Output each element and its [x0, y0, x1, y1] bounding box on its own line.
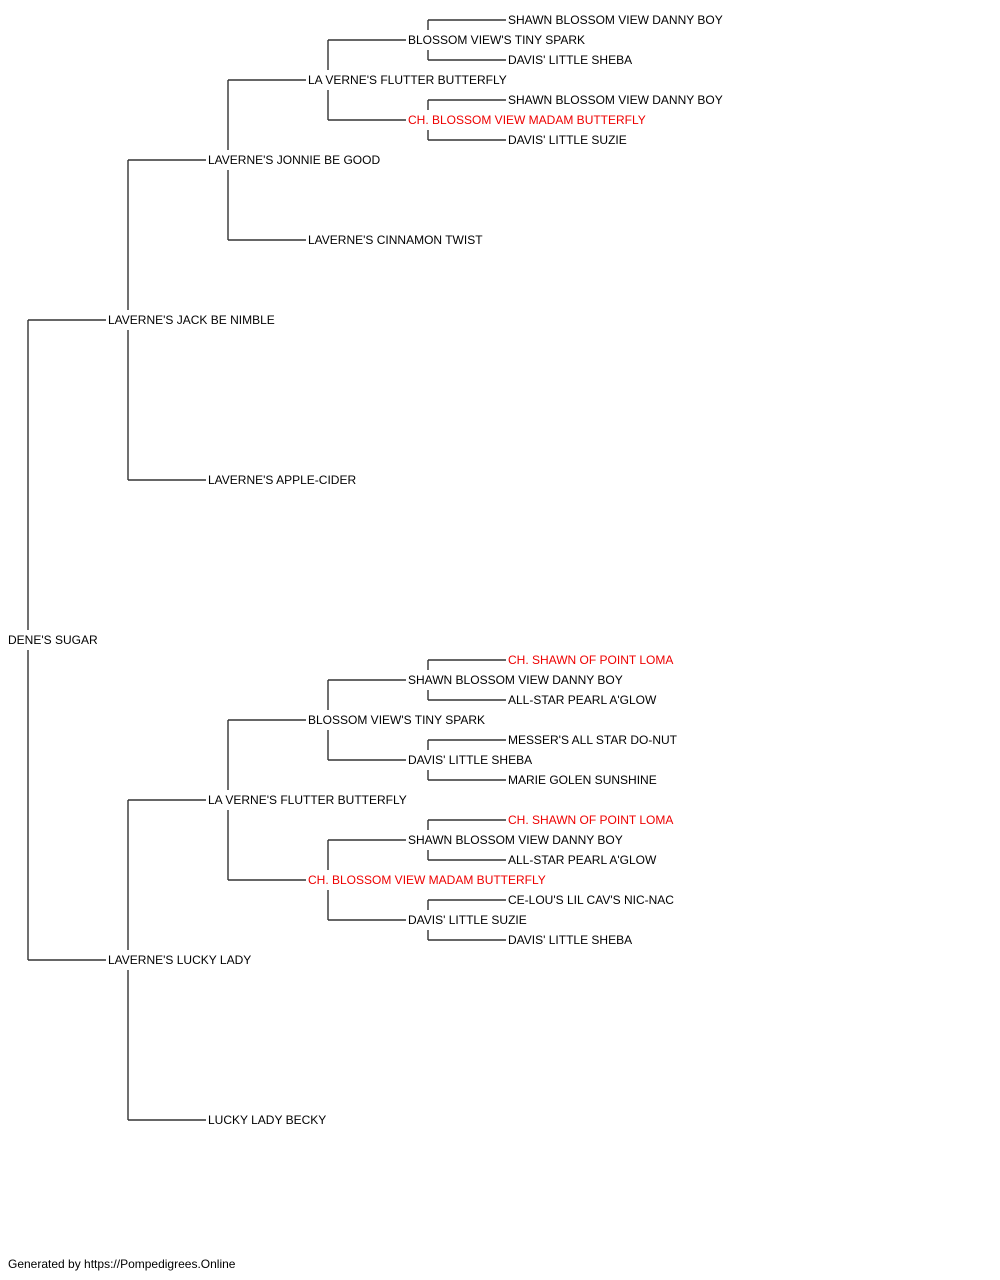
dog-name: LAVERNE'S APPLE-CIDER: [208, 473, 356, 487]
dog-name: DAVIS' LITTLE SUZIE: [408, 913, 527, 927]
dog-name: LAVERNE'S JONNIE BE GOOD: [208, 153, 380, 167]
dog-name: DAVIS' LITTLE SHEBA: [508, 933, 632, 947]
dog-name: DAVIS' LITTLE SHEBA: [508, 53, 632, 67]
dog-name: DAVIS' LITTLE SHEBA: [408, 753, 532, 767]
dog-name: ALL-STAR PEARL A'GLOW: [508, 853, 657, 867]
dog-name: LA VERNE'S FLUTTER BUTTERFLY: [208, 793, 407, 807]
dog-name: SHAWN BLOSSOM VIEW DANNY BOY: [508, 93, 723, 107]
dog-name: SHAWN BLOSSOM VIEW DANNY BOY: [408, 673, 623, 687]
dog-name: CE-LOU'S LIL CAV'S NIC-NAC: [508, 893, 674, 907]
dog-name: LAVERNE'S LUCKY LADY: [108, 953, 251, 967]
dog-name: DENE'S SUGAR: [8, 633, 98, 647]
dog-name: LUCKY LADY BECKY: [208, 1113, 326, 1127]
dog-name: SHAWN BLOSSOM VIEW DANNY BOY: [508, 13, 723, 27]
champion-name: CH. BLOSSOM VIEW MADAM BUTTERFLY: [408, 113, 646, 127]
champion-name: CH. BLOSSOM VIEW MADAM BUTTERFLY: [308, 873, 546, 887]
dog-name: SHAWN BLOSSOM VIEW DANNY BOY: [408, 833, 623, 847]
champion-name: CH. SHAWN OF POINT LOMA: [508, 813, 673, 827]
footer-credit: Generated by https://Pompedigrees.Online: [8, 1257, 236, 1271]
dog-name: MARIE GOLEN SUNSHINE: [508, 773, 657, 787]
dog-name: LAVERNE'S JACK BE NIMBLE: [108, 313, 275, 327]
dog-name: DAVIS' LITTLE SUZIE: [508, 133, 627, 147]
dog-name: BLOSSOM VIEW'S TINY SPARK: [308, 713, 485, 727]
dog-name: MESSER'S ALL STAR DO-NUT: [508, 733, 678, 747]
pedigree-tree: DENE'S SUGAR LAVERNE'S JACK BE NIMBLE LAVE…: [8, 13, 723, 1127]
dog-name: LA VERNE'S FLUTTER BUTTERFLY: [308, 73, 507, 87]
dog-name: LAVERNE'S CINNAMON TWIST: [308, 233, 483, 247]
dog-name: BLOSSOM VIEW'S TINY SPARK: [408, 33, 585, 47]
dog-name: ALL-STAR PEARL A'GLOW: [508, 693, 657, 707]
champion-name: CH. SHAWN OF POINT LOMA: [508, 653, 673, 667]
